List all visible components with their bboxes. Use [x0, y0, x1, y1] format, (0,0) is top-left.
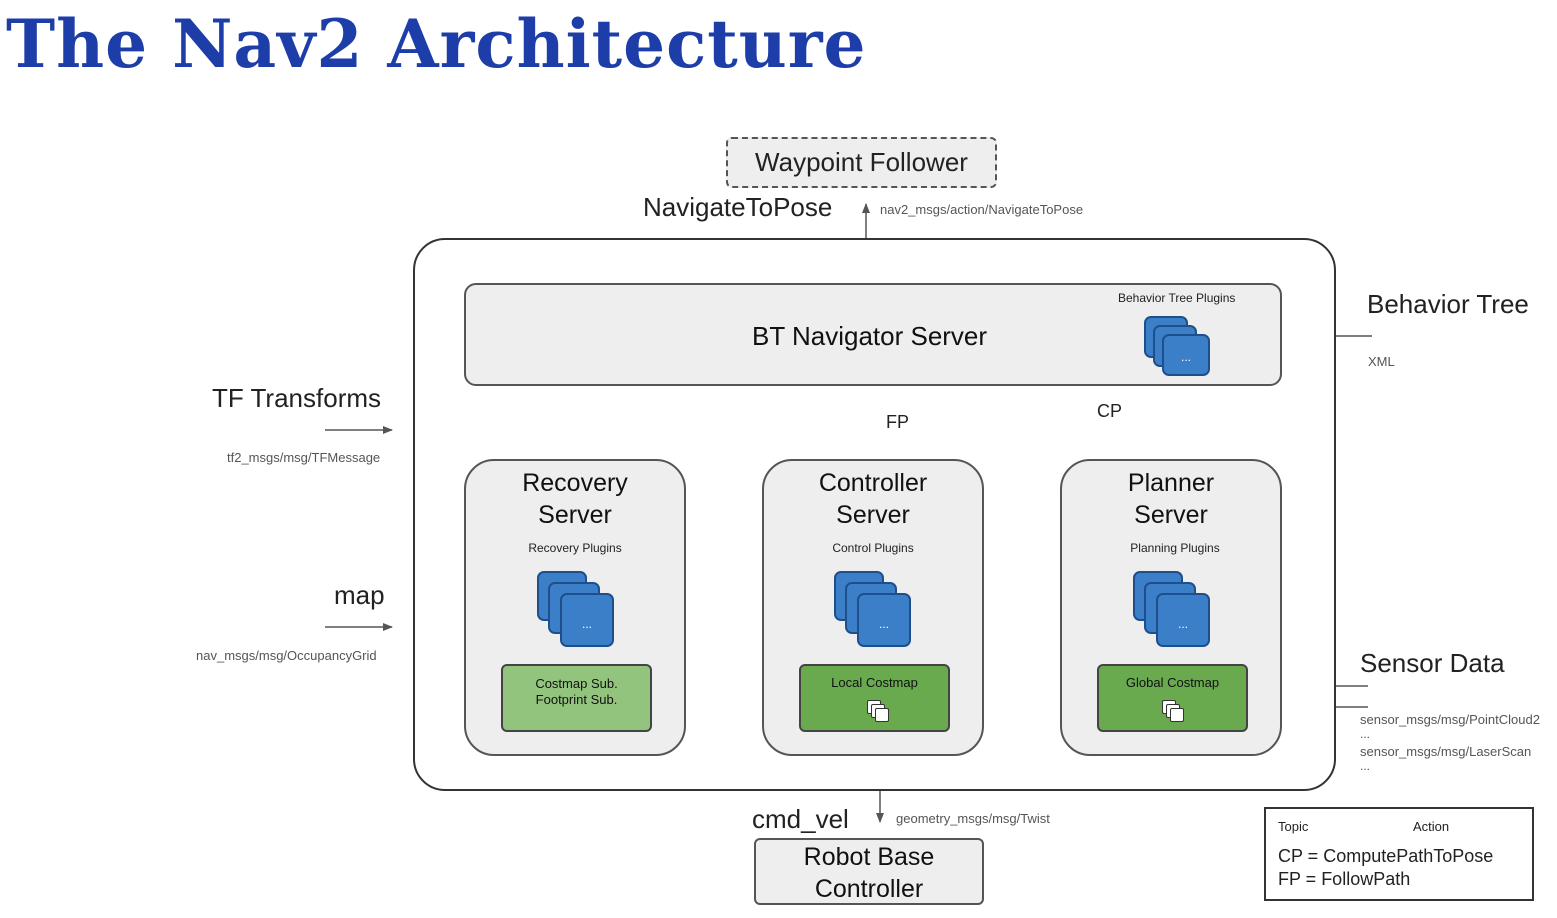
cp-label: CP — [1097, 401, 1123, 421]
controller-plugins-label: Control Plugins — [832, 541, 914, 555]
legend-cp-definition: CP = ComputePathToPose — [1278, 846, 1494, 866]
tf-transforms-label: TF Transforms — [212, 383, 382, 413]
page-title: The Nav2 Architecture — [6, 5, 867, 83]
sensor-ellipsis: ... — [1360, 727, 1371, 741]
tf-topic: tf2_msgs/msg/TFMessage — [227, 450, 381, 465]
map-topic: nav_msgs/msg/OccupancyGrid — [196, 648, 377, 663]
behavior-tree-label: Behavior Tree — [1367, 289, 1529, 319]
controller-title-line1: Controller — [818, 469, 928, 497]
local-costmap-box: Local Costmap — [799, 664, 950, 732]
behavior-tree-format: XML — [1368, 354, 1395, 369]
planner-title-line1: Planner — [1127, 469, 1215, 497]
global-costmap-box: Global Costmap — [1097, 664, 1248, 732]
global-costmap-label: Global Costmap — [1125, 675, 1220, 690]
plugin-card: ... — [857, 593, 911, 647]
recovery-costmap-box: Costmap Sub. Footprint Sub. — [501, 664, 652, 732]
recovery-plugins-label: Recovery Plugins — [528, 541, 622, 555]
plugin-card: ... — [1156, 593, 1210, 647]
legend-action-label: Action — [1413, 819, 1450, 834]
fp-label: FP — [886, 412, 910, 432]
footprint-sub-label: Footprint Sub. — [535, 692, 618, 707]
robot-base-line2: Controller — [814, 875, 924, 903]
robot-base-line1: Robot Base — [803, 843, 935, 871]
cmd-vel-topic: geometry_msgs/msg/Twist — [896, 811, 1050, 826]
costmap-sub-label: Costmap Sub. — [535, 676, 618, 691]
sensor-topic-pointcloud: sensor_msgs/msg/PointCloud2 — [1360, 712, 1540, 727]
cmd-vel-label: cmd_vel — [752, 804, 849, 834]
controller-title-line2: Server — [836, 501, 910, 529]
controller-server-box: Controller Server Control Plugins ... Lo… — [762, 459, 984, 756]
map-label: map — [334, 580, 385, 610]
bt-plugins-label: Behavior Tree Plugins — [1118, 291, 1236, 305]
legend-box: Topic Action CP = ComputePathToPose FP =… — [1264, 807, 1534, 901]
legend-fp-definition: FP = FollowPath — [1278, 869, 1411, 889]
navigate-to-pose-topic: nav2_msgs/action/NavigateToPose — [880, 202, 1084, 217]
navigate-to-pose-label: NavigateToPose — [643, 192, 833, 222]
recovery-server-box: Recovery Server Recovery Plugins ... Cos… — [464, 459, 686, 756]
waypoint-follower-label: Waypoint Follower — [755, 147, 968, 177]
sensor-ellipsis: ... — [1360, 759, 1371, 773]
planner-plugins-label: Planning Plugins — [1130, 541, 1220, 555]
sensor-topic-laserscan: sensor_msgs/msg/LaserScan — [1360, 744, 1532, 759]
planner-title-line2: Server — [1134, 501, 1208, 529]
bt-navigator-label: BT Navigator Server — [752, 321, 988, 351]
sensor-data-label: Sensor Data — [1360, 648, 1505, 678]
recovery-title-line2: Server — [538, 501, 612, 529]
planner-server-box: Planner Server Planning Plugins ... Glob… — [1060, 459, 1282, 756]
legend-topic-label: Topic — [1278, 819, 1309, 834]
waypoint-follower-box: Waypoint Follower — [726, 137, 997, 188]
recovery-title-line1: Recovery — [522, 469, 628, 497]
robot-base-controller-box: Robot Base Controller — [754, 838, 984, 905]
bt-navigator-box: BT Navigator Server Behavior Tree Plugin… — [464, 283, 1282, 386]
local-costmap-label: Local Costmap — [831, 675, 918, 690]
plugin-card: ... — [1162, 334, 1210, 376]
plugin-card: ... — [560, 593, 614, 647]
